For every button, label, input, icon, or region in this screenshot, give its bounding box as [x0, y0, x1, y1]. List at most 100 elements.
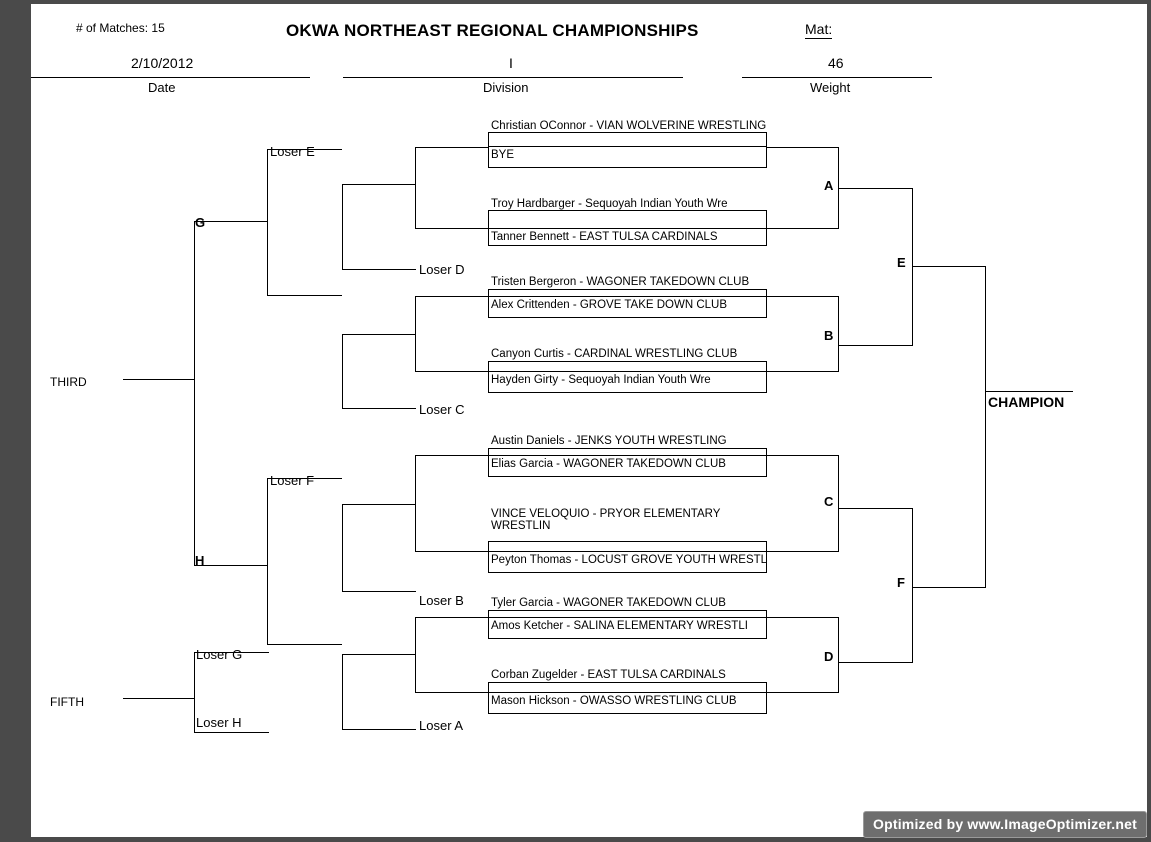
- cons2-lower-upper-join: [342, 504, 343, 592]
- feed-d-to-f: [838, 662, 913, 663]
- division-underline: [343, 77, 683, 78]
- feed-m6-to-c: [767, 551, 839, 552]
- cons2-upper-lower-in: [342, 334, 416, 335]
- match-7-box[interactable]: [488, 610, 767, 639]
- date-caption: Date: [148, 80, 176, 95]
- join-final: [985, 266, 986, 588]
- loser-c-label: Loser C: [419, 402, 465, 417]
- cons-join-3: [415, 455, 416, 552]
- match-7-top-name: Tyler Garcia - WAGONER TAKEDOWN CLUB: [491, 597, 726, 609]
- match-count-text: # of Matches:: [76, 21, 149, 35]
- frame-bottom-edge: [0, 838, 1151, 842]
- join-d: [838, 617, 839, 693]
- date-underline: [31, 77, 310, 78]
- cons-feed-m5: [415, 455, 488, 456]
- loser-e-line: [267, 149, 342, 150]
- cons2-lower-lower-in: [342, 654, 416, 655]
- cons-feed-m6: [415, 551, 488, 552]
- cons-join-4: [415, 617, 416, 693]
- g-lower-in: [267, 295, 342, 296]
- match-count-value: 15: [151, 21, 165, 35]
- match-4-divider: [488, 371, 767, 372]
- loser-d-label: Loser D: [419, 262, 465, 277]
- loser-f-line: [267, 478, 342, 479]
- feed-b-to-e: [838, 345, 913, 346]
- date-value: 2/10/2012: [131, 55, 194, 71]
- feed-f-to-final: [912, 587, 986, 588]
- cons2-upper-lower-out: [342, 408, 416, 409]
- mat-label: Mat:: [805, 21, 833, 40]
- match-8-divider: [488, 692, 767, 693]
- slot-a-letter: A: [824, 178, 834, 193]
- feed-m2-to-a: [767, 228, 839, 229]
- third-label: THIRD: [50, 375, 87, 389]
- cons-feed-m2: [415, 228, 488, 229]
- fifth-join: [194, 652, 195, 733]
- match-1-divider: [488, 146, 767, 147]
- cons2-top-in: [342, 184, 416, 185]
- cons-feed-m4: [415, 371, 488, 372]
- match-1-top-name: Christian OConnor - VIAN WOLVERINE WREST…: [491, 120, 767, 132]
- match-8-bottom-name: Mason Hickson - OWASSO WRESTLING CLUB: [491, 695, 737, 707]
- fifth-label: FIFTH: [50, 695, 84, 709]
- slot-d-letter: D: [824, 649, 834, 664]
- match-1-bottom-name: BYE: [491, 149, 515, 161]
- match-5-box[interactable]: [488, 448, 767, 477]
- cons-feed-m3: [415, 296, 488, 297]
- weight-underline: [742, 77, 932, 78]
- loser-f-label: Loser F: [270, 473, 315, 488]
- loser-g-label: Loser G: [196, 647, 243, 662]
- slot-b-letter: B: [824, 328, 834, 343]
- feed-m7-to-d: [767, 617, 839, 618]
- h-lower-in: [267, 644, 342, 645]
- cons2-top-out: [342, 269, 416, 270]
- match-4-bottom-name: Hayden Girty - Sequoyah Indian Youth Wre: [491, 374, 711, 386]
- match-3-divider: [488, 296, 767, 297]
- cons-feed-m7: [415, 617, 488, 618]
- match-2-bottom-name: Tanner Bennett - EAST TULSA CARDINALS: [491, 231, 718, 243]
- match-3-top-name: Tristen Bergeron - WAGONER TAKEDOWN CLUB: [491, 276, 750, 288]
- match-3-box[interactable]: [488, 289, 767, 318]
- cons2-lower-lower-join: [342, 654, 343, 730]
- match-6-top-name: VINCE VELOQUIO - PRYOR ELEMENTARY WRESTL…: [491, 508, 721, 532]
- match-5-divider: [488, 455, 767, 456]
- match-6-bottom-name: Peyton Thomas - LOCUST GROVE YOUTH WREST…: [491, 554, 768, 566]
- loser-a-label: Loser A: [419, 718, 464, 733]
- bracket-sheet: # of Matches: 15 OKWA NORTHEAST REGIONAL…: [31, 4, 1147, 837]
- cons2-top-join: [342, 184, 343, 270]
- match-count-label: # of Matches: 15: [76, 21, 165, 36]
- weight-caption: Weight: [810, 80, 851, 95]
- join-h: [267, 478, 268, 645]
- match-7-bottom-name: Amos Ketcher - SALINA ELEMENTARY WRESTLI: [491, 620, 748, 632]
- division-caption: Division: [483, 80, 529, 95]
- cons2-lower-upper-out: [342, 591, 416, 592]
- match-8-box[interactable]: [488, 682, 767, 714]
- match-4-box[interactable]: [488, 361, 767, 393]
- match-8-top-name: Corban Zugelder - EAST TULSA CARDINALS: [491, 669, 726, 681]
- loser-g-line: [194, 652, 269, 653]
- frame-right-edge: [1147, 0, 1151, 842]
- cons-join-1: [415, 147, 416, 229]
- page-title: OKWA NORTHEAST REGIONAL CHAMPIONSHIPS: [286, 21, 699, 40]
- feed-m4-to-b: [767, 371, 839, 372]
- frame-top-edge: [0, 0, 1151, 4]
- loser-h-label: Loser H: [196, 715, 242, 730]
- match-2-top-name: Troy Hardbarger - Sequoyah Indian Youth …: [491, 198, 728, 210]
- feed-e-to-final: [912, 266, 986, 267]
- cons2-lower-lower-out: [342, 729, 416, 730]
- match-5-top-name: Austin Daniels - JENKS YOUTH WRESTLING: [491, 435, 727, 447]
- match-6-box[interactable]: [488, 541, 767, 573]
- cons-feed-m8: [415, 692, 488, 693]
- join-c: [838, 455, 839, 552]
- match-1-box[interactable]: [488, 132, 767, 168]
- slot-f-letter: F: [897, 575, 905, 590]
- match-7-divider: [488, 617, 767, 618]
- division-value: I: [509, 55, 513, 71]
- match-5-bottom-name: Elias Garcia - WAGONER TAKEDOWN CLUB: [491, 458, 726, 470]
- feed-a-to-e: [838, 188, 913, 189]
- join-b: [838, 296, 839, 372]
- loser-h-line: [194, 732, 269, 733]
- feed-m1-to-a: [767, 147, 839, 148]
- cons2-lower-upper-in: [342, 504, 416, 505]
- feed-c-to-f: [838, 508, 913, 509]
